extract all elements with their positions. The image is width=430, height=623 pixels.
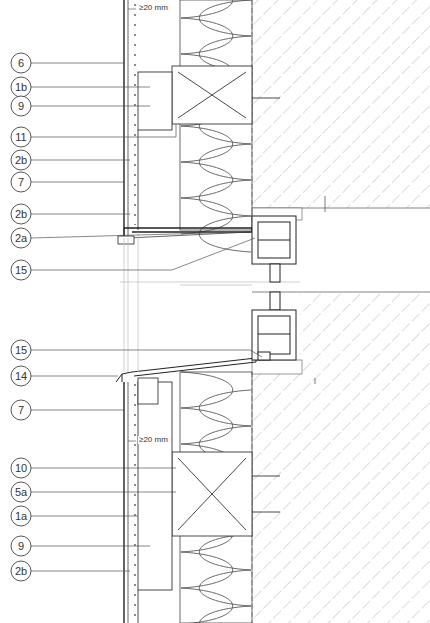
leader-line <box>31 410 124 411</box>
callout-number: 5a <box>15 487 27 498</box>
callout-number: 2b <box>15 155 27 166</box>
callout-number: 14 <box>15 371 27 382</box>
callout-number: 10 <box>15 463 27 474</box>
callout-circle <box>11 506 31 526</box>
leader-line <box>31 468 176 469</box>
callout-circle <box>11 204 31 224</box>
callout-number: 2b <box>15 566 27 577</box>
callout-circle <box>11 228 31 248</box>
callout-number: 1b <box>15 82 27 93</box>
callout-number: 15 <box>15 265 27 276</box>
callout-circle <box>11 366 31 386</box>
callout-number: 2b <box>15 209 27 220</box>
callout-circle <box>11 96 31 116</box>
leader-line <box>31 546 150 547</box>
leader-line <box>31 350 262 357</box>
callout-circle <box>11 150 31 170</box>
leader-line <box>31 182 124 183</box>
leader-lines <box>31 63 262 571</box>
dimension-label: ≥20 mm <box>138 4 169 12</box>
leader-line <box>31 87 150 88</box>
callout-number: 2a <box>15 233 27 244</box>
callout-circle <box>11 458 31 478</box>
callout-circle <box>11 561 31 581</box>
callout-number: 1a <box>15 511 27 522</box>
callout-circle <box>11 53 31 73</box>
callout-circle <box>11 172 31 192</box>
callout-number: 9 <box>18 541 24 552</box>
callout-number: 7 <box>18 405 24 416</box>
profiles <box>131 0 172 623</box>
leader-line <box>31 160 130 161</box>
leader-line <box>31 63 125 64</box>
callout-number: 6 <box>18 58 24 69</box>
callout-number: 15 <box>15 345 27 356</box>
callout-number: 7 <box>18 177 24 188</box>
leader-line <box>31 232 245 238</box>
dimension-marks <box>128 9 136 441</box>
callout-circle <box>11 127 31 147</box>
leader-line <box>31 214 130 215</box>
leader-line <box>31 571 130 572</box>
cladding-panel <box>116 0 256 623</box>
insulation-loops <box>181 0 251 252</box>
leader-line <box>31 492 176 493</box>
wall <box>252 0 430 623</box>
callout-circle <box>11 482 31 502</box>
callout-circle <box>11 77 31 97</box>
window-frame <box>252 216 296 360</box>
callout-circles <box>11 53 31 581</box>
callout-circle <box>11 340 31 360</box>
leader-line <box>31 124 176 137</box>
leader-line <box>31 376 118 377</box>
callout-circle <box>11 400 31 420</box>
dimension-label: ≥20 mm <box>138 436 169 444</box>
callout-number: 11 <box>15 132 26 143</box>
brackets <box>172 66 280 536</box>
callout-circle <box>11 536 31 556</box>
leader-line <box>31 516 138 517</box>
callout-circle <box>11 260 31 280</box>
leader-line <box>31 106 150 107</box>
callout-number: 9 <box>18 101 24 112</box>
leader-line <box>31 238 255 270</box>
